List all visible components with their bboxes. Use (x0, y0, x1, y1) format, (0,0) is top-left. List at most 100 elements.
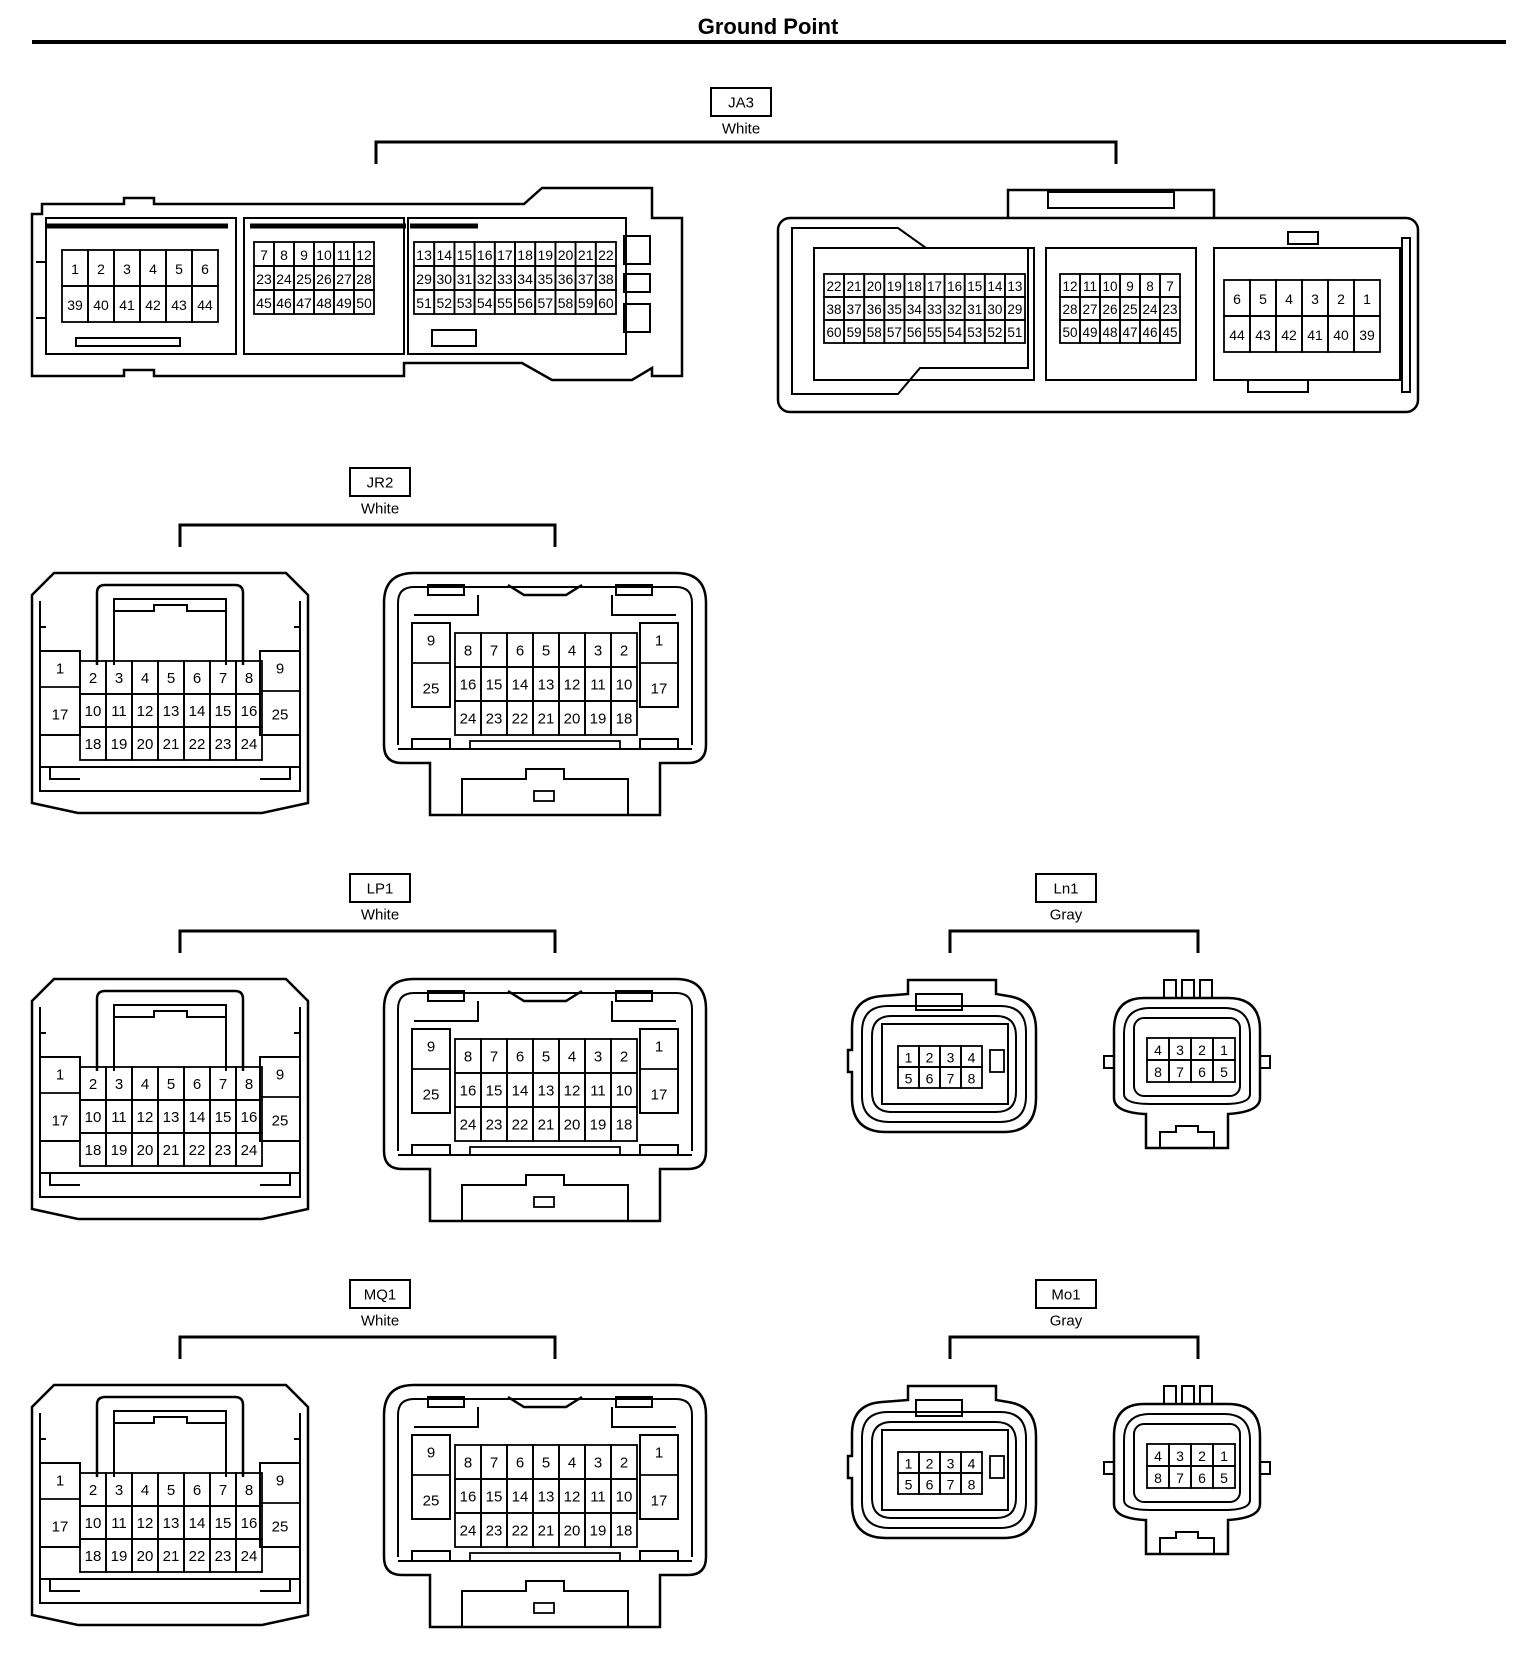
pin-number: 23 (486, 1523, 503, 1540)
pin-number: 53 (967, 325, 982, 340)
pin-number: 10 (616, 1083, 633, 1100)
block-frame (1213, 247, 1401, 381)
pin-number: 8 (464, 643, 472, 660)
pin-number: 32 (947, 302, 962, 317)
pin-number: 8 (968, 1071, 976, 1087)
pin-number: 3 (115, 670, 123, 687)
page-title: Ground Point (697, 14, 839, 39)
pin-number: 7 (1166, 279, 1174, 294)
divider (40, 686, 300, 692)
pin-number: 50 (1062, 325, 1077, 340)
pin-number: 5 (175, 261, 183, 277)
pin-number: 2 (89, 1076, 97, 1093)
connector-body (1112, 1402, 1262, 1556)
pin-number: 5 (167, 670, 175, 687)
pin-number: 3 (594, 1049, 602, 1066)
pin-number: 18 (85, 1548, 102, 1565)
connector-body (1112, 996, 1262, 1150)
pin-number: 1 (1220, 1448, 1228, 1464)
pin-housing (881, 1429, 1009, 1511)
pin-number: 4 (568, 1049, 576, 1066)
pin-number: 3 (1176, 1042, 1184, 1058)
pin-number: 51 (1007, 325, 1022, 340)
pin-number: 60 (827, 325, 842, 340)
pin-number: 25 (423, 681, 440, 698)
pin-number: 18 (907, 279, 922, 294)
block-frame (243, 217, 405, 355)
pin-number: 20 (137, 1142, 154, 1159)
pin-number: 22 (827, 279, 842, 294)
pin-number: 3 (123, 261, 131, 277)
inner-rail (414, 1407, 676, 1428)
pin-number: 21 (538, 1117, 555, 1134)
pin-number: 22 (512, 711, 529, 728)
pin-housing (881, 1023, 1009, 1105)
pin-number: 1 (71, 261, 79, 277)
pin-cell (960, 1066, 983, 1089)
lock-arch (95, 989, 245, 1071)
pin-number: 21 (538, 1523, 555, 1540)
pin-number: 10 (1102, 279, 1117, 294)
connector-bracket (948, 929, 1200, 953)
pin-number: 4 (141, 1482, 149, 1499)
pin-number: 19 (590, 1117, 607, 1134)
pin-number: 10 (85, 1109, 102, 1126)
top-latch (615, 584, 653, 596)
pin-number: 38 (598, 271, 614, 287)
pin-number: 17 (497, 247, 513, 263)
pin-number: 7 (947, 1071, 955, 1087)
pin-cell (353, 289, 375, 315)
pin-number: 12 (137, 1109, 154, 1126)
pin-number: 23 (256, 271, 272, 287)
pin-number: 5 (542, 1049, 550, 1066)
lock-tab (114, 604, 226, 612)
pin-number: 11 (590, 1489, 606, 1506)
pin-number: 20 (558, 247, 574, 263)
pin-number: 8 (1146, 279, 1154, 294)
connector-code-box (1035, 1279, 1097, 1309)
pin-number: 44 (197, 297, 213, 313)
pin-number: 5 (167, 1076, 175, 1093)
connector-bracket (178, 523, 557, 547)
pin-number: 40 (93, 297, 109, 313)
pin-number: 46 (1142, 325, 1157, 340)
pin-number: 15 (967, 279, 982, 294)
connector-code-box (349, 873, 411, 903)
inner-ring (861, 1005, 1027, 1123)
connector-color: White (361, 907, 399, 924)
pin-number: 35 (538, 271, 554, 287)
top-latch (915, 1399, 963, 1417)
pin-number: 15 (215, 703, 232, 720)
pin-number: 1 (56, 1473, 64, 1490)
lock-arch (95, 583, 245, 665)
pin-number: 37 (847, 302, 862, 317)
pin-number: 3 (115, 1076, 123, 1093)
pin-number: 17 (52, 707, 69, 724)
pin-number: 6 (1198, 1470, 1206, 1486)
pin-number: 21 (847, 279, 862, 294)
pin-number: 12 (564, 677, 581, 694)
pin-number: 20 (564, 1523, 581, 1540)
connector-body (30, 1383, 310, 1627)
pin-number: 20 (564, 1117, 581, 1134)
side-pin-block (259, 1056, 301, 1142)
pin-number: 24 (1142, 302, 1158, 317)
pin-cell (1004, 319, 1026, 344)
block-frame (407, 217, 627, 355)
top-latch (615, 1396, 653, 1408)
pin-number: 57 (887, 325, 902, 340)
pin-number: 19 (538, 247, 554, 263)
pin-cell (1212, 1059, 1236, 1083)
pin-number: 4 (568, 643, 576, 660)
pin-number: 27 (336, 271, 352, 287)
inner-ring (1123, 1413, 1251, 1511)
connector-code: MQ1 (364, 1287, 397, 1304)
connector-code: JR2 (367, 475, 394, 492)
pin-number: 13 (163, 703, 180, 720)
